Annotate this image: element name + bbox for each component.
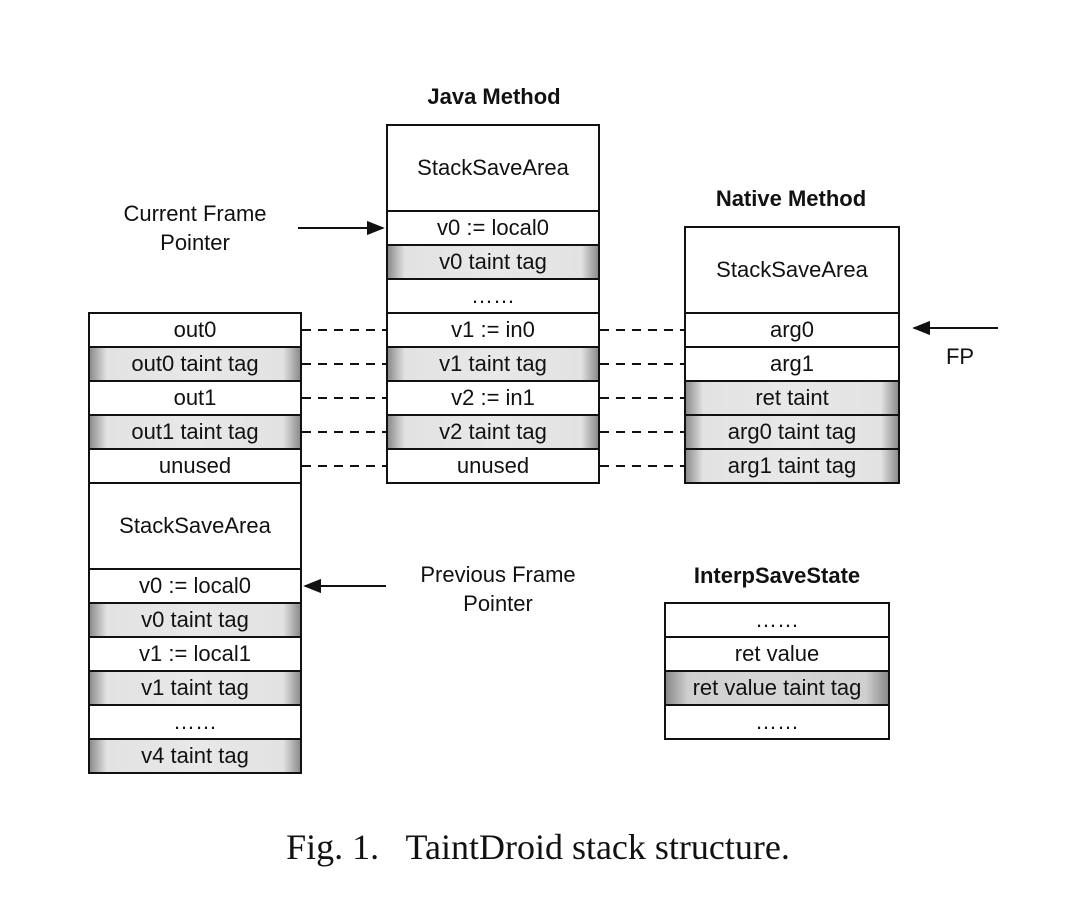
left-cell-v0-taint-tag: v0 taint tag xyxy=(88,602,302,638)
java-cell-v0-taint-tag: v0 taint tag xyxy=(386,244,600,280)
dashed-connectors-right xyxy=(600,329,684,467)
java-cell-v1-taint-tag: v1 taint tag xyxy=(386,346,600,382)
native-cell-arg1-taint-tag: arg1 taint tag xyxy=(684,448,900,484)
native-stack-save-area: StackSaveArea xyxy=(684,226,900,314)
java-cell-v0-local0: v0 := local0 xyxy=(386,210,600,246)
java-cell-v1-in0: v1 := in0 xyxy=(386,312,600,348)
java-cell-v2-in1: v2 := in1 xyxy=(386,380,600,416)
java-method-title: Java Method xyxy=(427,84,561,109)
current-frame-pointer-label: Current Frame Pointer xyxy=(100,199,290,257)
current-frame-label-line1: Current Frame xyxy=(123,201,267,226)
figure-caption: Fig. 1. TaintDroid stack structure. xyxy=(286,827,790,867)
fp-label: FP xyxy=(945,344,975,369)
previous-frame-label-line2: Pointer xyxy=(463,591,533,616)
left-cell-v4-taint-tag: v4 taint tag xyxy=(88,738,302,774)
native-cell-arg0: arg0 xyxy=(684,312,900,348)
interp-save-state-title: InterpSaveState xyxy=(693,563,861,588)
left-cell-v1-taint-tag: v1 taint tag xyxy=(88,670,302,706)
interp-cell-ellipsis-bottom: …… xyxy=(664,704,890,740)
left-cell-out0-taint-tag: out0 taint tag xyxy=(88,346,302,382)
left-cell-unused: unused xyxy=(88,448,302,484)
dashed-connectors-left xyxy=(302,329,386,467)
java-cell-unused: unused xyxy=(386,448,600,484)
current-frame-label-line2: Pointer xyxy=(160,230,230,255)
interp-cell-ret-value: ret value xyxy=(664,636,890,672)
left-stack-save-area: StackSaveArea xyxy=(88,482,302,570)
native-method-title: Native Method xyxy=(715,186,867,211)
previous-frame-label-line1: Previous Frame xyxy=(420,562,576,587)
java-stack-save-area: StackSaveArea xyxy=(386,124,600,212)
java-cell-ellipsis: …… xyxy=(386,278,600,314)
left-cell-v1-local1: v1 := local1 xyxy=(88,636,302,672)
previous-frame-pointer-label: Previous Frame Pointer xyxy=(398,560,598,618)
